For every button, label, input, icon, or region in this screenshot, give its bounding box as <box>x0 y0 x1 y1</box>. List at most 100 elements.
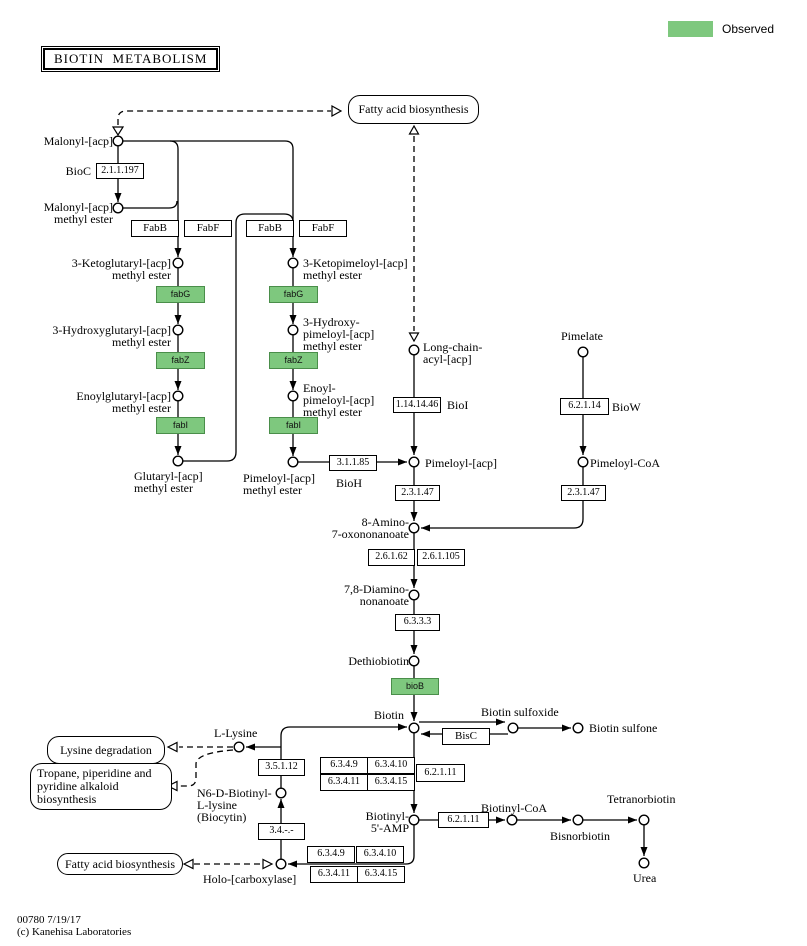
ec-box-bisc[interactable]: BisC <box>442 728 490 745</box>
gene-box-fabz-1[interactable]: fabZ <box>156 352 205 369</box>
copyright: (c) Kanehisa Laboratories <box>17 926 132 938</box>
compound-node-biotin-sulfone[interactable] <box>572 722 584 734</box>
compound-node-bisnorbiotin[interactable] <box>572 814 584 826</box>
gene-box-fabz-2[interactable]: fabZ <box>269 352 318 369</box>
ec-box-1-14-14-46[interactable]: 1.14.14.46 <box>393 397 441 413</box>
compound-node-malonyl-acp[interactable] <box>112 135 124 147</box>
map-title-box: BIOTIN METABOLISM <box>41 46 221 72</box>
compound-label-pimeloyl-acp: Pimeloyl-[acp] <box>425 456 497 470</box>
open-arrow-right-icon <box>331 104 343 118</box>
compound-node-dethiobiotin[interactable] <box>408 655 420 667</box>
open-arrowheads <box>111 104 420 870</box>
ec-box-2-1-1-197[interactable]: 2.1.1.197 <box>96 163 144 179</box>
compound-node-3-ketopimeloyl[interactable] <box>287 257 299 269</box>
compound-node-3-hydroxypimeloyl[interactable] <box>287 324 299 336</box>
open-arrow-down-icon <box>111 126 125 137</box>
compound-label-l-lysine: L-Lysine <box>214 726 258 740</box>
compound-label-glutaryl: Glutaryl-[acp] methyl ester <box>134 469 203 495</box>
ec-box-6-3-3-3[interactable]: 6.3.3.3 <box>395 614 440 631</box>
compound-label-tetranorbiotin: Tetranorbiotin <box>607 792 676 806</box>
compound-label-biocytin: N6-D-Biotinyl- L-lysine (Biocytin) <box>197 786 272 824</box>
compound-node-l-lysine[interactable] <box>233 741 245 753</box>
ec-box-2-3-1-47-mid[interactable]: 2.3.1.47 <box>395 485 440 501</box>
compound-label-holo-carboxylase: Holo-[carboxylase] <box>203 872 297 886</box>
ec-box-2-3-1-47-right[interactable]: 2.3.1.47 <box>561 485 606 501</box>
compound-node-biotin[interactable] <box>408 722 420 734</box>
gene-box-fabg-2[interactable]: fabG <box>269 286 318 303</box>
compound-node-biocytin[interactable] <box>275 787 287 799</box>
link-edges-dashed <box>117 110 415 865</box>
gene-box-fabg-1[interactable]: fabG <box>156 286 205 303</box>
ec-box-6-3-4-15-lower[interactable]: 6.3.4.15 <box>357 866 405 883</box>
protein-label-bioh: BioH <box>336 476 363 490</box>
open-arrow-left-icon <box>182 858 194 870</box>
ec-box-3-4[interactable]: 3.4.-.- <box>258 823 305 840</box>
compound-node-malonyl-acp-methyl-ester[interactable] <box>112 202 124 214</box>
compound-label-3-hydroxypimeloyl: 3-Hydroxy- pimeloyl-[acp] methyl ester <box>303 315 375 353</box>
compound-node-pimelate[interactable] <box>577 346 589 358</box>
observed-color-swatch <box>668 21 713 37</box>
compound-node-pimeloyl-acp[interactable] <box>408 456 420 468</box>
ec-box-fabb-1[interactable]: FabB <box>131 220 179 237</box>
compound-node-enoylpimeloyl[interactable] <box>287 390 299 402</box>
compound-node-urea[interactable] <box>638 857 650 869</box>
legend-label: Observed <box>722 22 775 36</box>
compound-node-biotin-sulfoxide[interactable] <box>507 722 519 734</box>
compound-node-biotinyl-5-amp[interactable] <box>408 814 420 826</box>
ec-box-6-3-4-15-upper[interactable]: 6.3.4.15 <box>367 774 415 791</box>
compound-node-holo-carboxylase[interactable] <box>275 858 287 870</box>
compound-node-8-amino-7-oxononanoate[interactable] <box>408 522 420 534</box>
compound-node-3-ketoglutaryl[interactable] <box>172 257 184 269</box>
ec-box-6-2-1-11-upper[interactable]: 6.2.1.11 <box>416 764 465 782</box>
ec-box-fabf-2[interactable]: FabF <box>299 220 347 237</box>
ec-box-6-3-4-11-lower[interactable]: 6.3.4.11 <box>310 866 358 883</box>
compound-node-enoylglutaryl[interactable] <box>172 390 184 402</box>
map-number-and-date: 00780 7/19/17 <box>17 914 81 926</box>
gene-box-fabi-1[interactable]: fabI <box>156 417 205 434</box>
ec-box-3-5-1-12[interactable]: 3.5.1.12 <box>258 759 305 776</box>
ec-box-3-1-1-85[interactable]: 3.1.1.85 <box>329 455 377 471</box>
compound-node-glutaryl[interactable] <box>172 455 184 467</box>
compound-node-long-chain-acyl-acp[interactable] <box>408 344 420 356</box>
compound-node-biotinyl-coa[interactable] <box>506 814 518 826</box>
ec-box-2-6-1-105[interactable]: 2.6.1.105 <box>417 549 465 566</box>
compound-label-78-diaminononanoate: 7,8-Diamino- nonanoate <box>344 582 409 608</box>
ec-box-6-3-4-10-upper[interactable]: 6.3.4.10 <box>367 757 415 774</box>
protein-label-biow: BioW <box>612 400 641 414</box>
open-arrow-right-icon <box>262 858 274 870</box>
pathway-link-lysine-degradation[interactable]: Lysine degradation <box>47 736 165 764</box>
ec-box-6-3-4-10-lower[interactable]: 6.3.4.10 <box>356 846 404 863</box>
ec-box-6-3-4-9-upper[interactable]: 6.3.4.9 <box>320 757 368 774</box>
compound-node-3-hydroxyglutaryl[interactable] <box>172 324 184 336</box>
ec-box-6-2-1-11-row[interactable]: 6.2.1.11 <box>438 812 489 828</box>
compound-label-malonyl-acp-methyl-ester: Malonyl-[acp] methyl ester <box>43 200 113 226</box>
protein-label-bioc: BioC <box>65 164 91 178</box>
compound-label-biotinyl-coa: Biotinyl-CoA <box>481 801 548 815</box>
compound-node-pimeloyl-acp-methyl-ester[interactable] <box>287 456 299 468</box>
compound-label-pimeloyl-acp-methyl-ester: Pimeloyl-[acp] methyl ester <box>243 471 315 497</box>
compound-label-3-hydroxyglutaryl: 3-Hydroxyglutaryl-[acp] methyl ester <box>52 323 171 349</box>
compound-label-pimeloyl-coa: Pimeloyl-CoA <box>590 456 661 470</box>
compound-node-pimeloyl-coa[interactable] <box>577 456 589 468</box>
ec-box-6-2-1-14[interactable]: 6.2.1.14 <box>560 398 609 415</box>
ec-box-fabb-2[interactable]: FabB <box>246 220 294 237</box>
ec-box-6-3-4-11-upper[interactable]: 6.3.4.11 <box>320 774 368 791</box>
compound-label-urea: Urea <box>633 871 657 885</box>
pathway-link-fatty-acid-biosynthesis-bottom[interactable]: Fatty acid biosynthesis <box>57 853 183 875</box>
page-title: BIOTIN METABOLISM <box>43 48 219 70</box>
compound-node-78-diaminononanoate[interactable] <box>408 589 420 601</box>
ec-box-6-3-4-9-lower[interactable]: 6.3.4.9 <box>307 846 355 863</box>
ec-box-fabf-1[interactable]: FabF <box>184 220 232 237</box>
compound-label-biotin: Biotin <box>373 708 404 722</box>
gene-box-fabi-2[interactable]: fabI <box>269 417 318 434</box>
compound-label-biotin-sulfone: Biotin sulfone <box>589 721 658 735</box>
compound-node-tetranorbiotin[interactable] <box>638 814 650 826</box>
pathway-link-fatty-acid-biosynthesis-top[interactable]: Fatty acid biosynthesis <box>348 95 479 124</box>
compound-label-biotin-sulfoxide: Biotin sulfoxide <box>481 705 559 719</box>
ec-box-2-6-1-62[interactable]: 2.6.1.62 <box>368 549 415 566</box>
pathway-link-tropane-alkaloid-biosynthesis[interactable]: Tropane, piperidine and pyridine alkaloi… <box>30 763 172 810</box>
gene-box-biob[interactable]: bioB <box>391 678 439 695</box>
open-arrow-left-icon <box>166 741 178 753</box>
legend: Observed <box>668 21 774 37</box>
